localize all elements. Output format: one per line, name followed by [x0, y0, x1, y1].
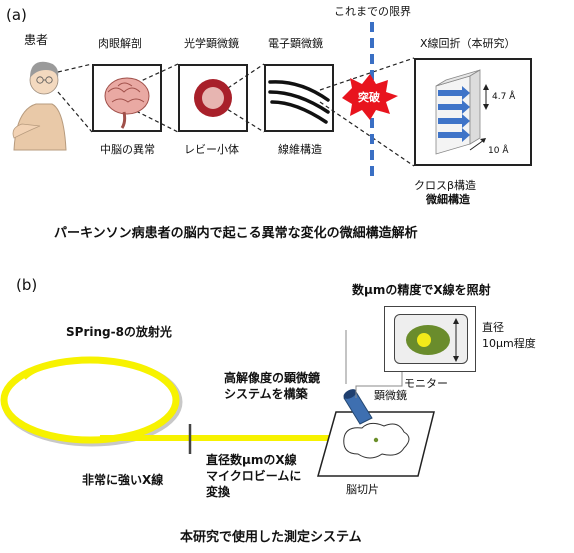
xray-box [414, 58, 532, 166]
hires-line1: 高解像度の顕微鏡 [224, 371, 321, 385]
naked-eye-title: 肉眼解剖 [98, 37, 142, 50]
microscope-illustration [343, 389, 373, 425]
spring8-label: SPring-8の放射光 [66, 325, 172, 339]
patient-label: 患者 [24, 33, 49, 47]
microscope-label: 顕微鏡 [374, 389, 407, 402]
brain-slice-label: 脳切片 [346, 483, 379, 496]
monitor-title: 数μmの精度でX線を照射 [352, 283, 491, 297]
monitor-screen [394, 314, 468, 364]
monitor-label: モニター [404, 377, 448, 390]
optical-caption: レビー小体 [184, 143, 239, 156]
electron-caption: 線維構造 [278, 143, 322, 156]
spacing-b-label: 10 Å [488, 146, 509, 156]
limit-label: これまでの限界 [334, 5, 411, 18]
electron-box [264, 64, 334, 132]
storage-ring-gray [1, 357, 183, 447]
breakthrough-label: 突破 [358, 91, 380, 104]
panel-a-caption: パーキンソン病患者の脳内で起こる異常な変化の微細構造解析 [54, 226, 418, 241]
beam-line2: マイクロビームに [206, 469, 302, 483]
brain-slice-shape [343, 422, 410, 459]
naked-eye-box [92, 64, 162, 132]
spacing-a-label: 4.7 Å [492, 92, 516, 102]
optical-box [178, 64, 248, 132]
panel-a-tag: (a) [6, 6, 27, 24]
xray-title: X線回折（本研究） [420, 37, 516, 50]
optical-title: 光学顕微鏡 [184, 37, 239, 50]
diameter-line1: 直径 [482, 321, 504, 334]
naked-eye-caption: 中脳の異常 [100, 143, 155, 156]
panel-b-tag: (b) [16, 276, 38, 294]
panel-b-caption: 本研究で使用した測定システム [180, 530, 362, 545]
slide-plate [317, 411, 435, 477]
xray-caption-line1: クロスβ構造 [414, 179, 477, 192]
strong-xray-label: 非常に強いX線 [82, 473, 164, 487]
diameter-line2: 10μm程度 [482, 337, 536, 350]
synchrotron-ring [0, 356, 180, 444]
beam-line3: 変換 [206, 485, 231, 499]
beam-line1: 直径数μmのX線 [206, 453, 297, 467]
electron-title: 電子顕微鏡 [268, 37, 323, 50]
hires-line2: システムを構築 [224, 387, 308, 401]
xray-caption-line2: 微細構造 [426, 193, 470, 206]
